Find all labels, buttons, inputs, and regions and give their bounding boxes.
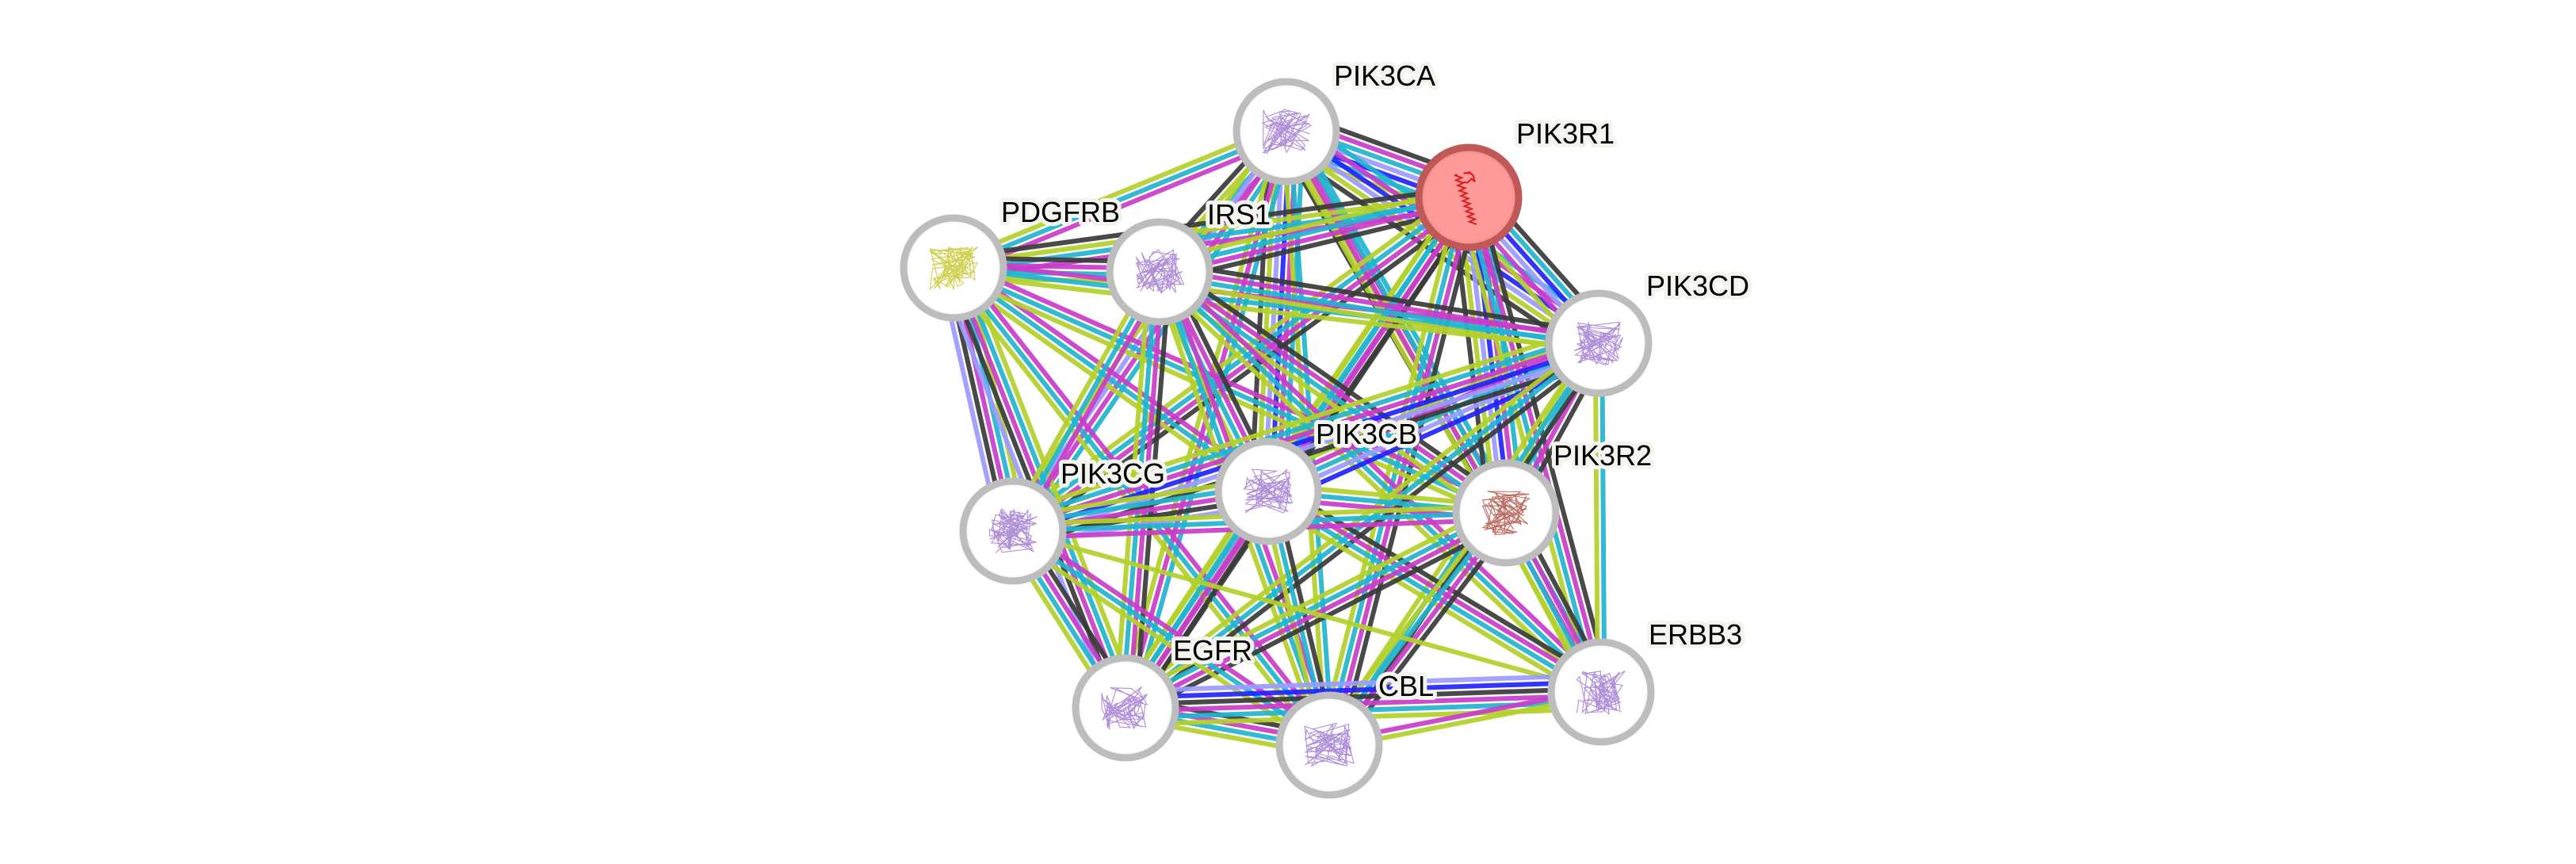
evidence-line-curated: [1267, 341, 1600, 494]
evidence-line-coexpression: [1129, 519, 1512, 720]
evidence-line-experimental: [1162, 265, 1607, 690]
evidence-line-experimental: [1264, 335, 1597, 487]
evidence-line-experimental: [1126, 693, 1602, 714]
protein-structure-icon: [1576, 670, 1626, 716]
evidence-line-coexpression: [1125, 686, 1601, 707]
evidence-line-curated: [1009, 331, 1597, 524]
evidence-line-textmining: [1261, 328, 1595, 482]
evidence-line-textmining: [1157, 279, 1598, 356]
evidence-line-textmining: [964, 262, 1141, 704]
protein-structure-icon: [928, 246, 979, 291]
node-label: PIK3R1: [1516, 117, 1615, 150]
evidence-line-curated: [1119, 271, 1159, 708]
evidence-line-homology: [1125, 672, 1601, 694]
protein-structure-icon: [1135, 249, 1185, 295]
node-pik3cg[interactable]: PIK3CG: [959, 453, 1169, 585]
evidence-line-curated: [1157, 270, 1603, 694]
edge-irs1-pik3cd[interactable]: [1157, 259, 1601, 356]
node-label: ERBB3: [1649, 618, 1742, 651]
evidence-line-textmining: [1119, 501, 1503, 702]
protein-structure-icon: [1481, 491, 1531, 536]
evidence-line-curated: [1009, 193, 1469, 530]
node-label: PIK3CA: [1334, 59, 1435, 92]
node-egfr[interactable]: EGFR: [1072, 630, 1256, 762]
evidence-line-textmining: [1012, 529, 1602, 694]
evidence-line-curated: [1158, 273, 1599, 350]
node-pik3r1[interactable]: PIK3R1: [1415, 113, 1619, 251]
evidence-line-textmining: [1156, 185, 1467, 265]
evidence-line-textmining: [1003, 124, 1280, 527]
node-label: IRS1: [1207, 198, 1271, 231]
node-label: PIK3R2: [1554, 439, 1652, 472]
evidence-line-experimental: [1013, 198, 1473, 536]
node-erbb3[interactable]: ERBB3: [1547, 614, 1746, 746]
node-label: EGFR: [1173, 634, 1252, 667]
evidence-line-curated: [1011, 529, 1331, 747]
protein-structure-icon: [1261, 109, 1313, 154]
evidence-line-cooccurrence: [1125, 679, 1601, 701]
evidence-line-curated: [952, 129, 1288, 270]
node-circle[interactable]: [1415, 143, 1523, 251]
protein-structure-icon: [1243, 468, 1294, 514]
evidence-line-experimental: [1160, 266, 1600, 342]
node-label: PDGFRB: [1001, 196, 1120, 228]
node-pik3cd[interactable]: PIK3CD: [1545, 266, 1753, 397]
node-cbl[interactable]: CBL: [1275, 666, 1438, 799]
evidence-line-curated: [1599, 342, 1607, 692]
protein-structure-icon: [1454, 171, 1477, 226]
evidence-line-experimental: [1011, 338, 1599, 530]
protein-structure-icon: [988, 508, 1038, 553]
node-irs1[interactable]: IRS1: [1106, 194, 1275, 326]
protein-structure-icon: [1574, 321, 1623, 366]
node-label: PIK3CG: [1061, 457, 1165, 490]
node-pik3r2[interactable]: PIK3R2: [1452, 435, 1656, 567]
evidence-line-textmining: [950, 123, 1285, 264]
evidence-line-coexpression: [1017, 203, 1477, 541]
node-label: PIK3CB: [1316, 418, 1417, 450]
node-label: PIK3CD: [1646, 270, 1749, 302]
evidence-line-coexpression: [1476, 193, 1614, 690]
evidence-line-textmining: [1153, 274, 1599, 699]
evidence-line-textmining: [1007, 324, 1595, 518]
evidence-line-experimental: [1160, 267, 1510, 512]
node-pik3ca[interactable]: PIK3CA: [1233, 55, 1439, 185]
evidence-line-textmining: [948, 271, 1266, 499]
evidence-line-coexpression: [951, 185, 1468, 261]
evidence-line-textmining: [1279, 138, 1595, 354]
node-pik3cb[interactable]: PIK3CB: [1214, 414, 1421, 545]
node-pdgfrb[interactable]: PDGFRB: [900, 192, 1124, 322]
edge-irs1-erbb3[interactable]: [1153, 265, 1607, 699]
evidence-line-coexpression: [1336, 199, 1481, 748]
protein-structure-icon: [1101, 686, 1148, 730]
protein-structure-icon: [1304, 722, 1355, 767]
edge-layer: [938, 110, 1614, 758]
evidence-line-curated: [1122, 507, 1506, 707]
edge-pik3cg-erbb3[interactable]: [1012, 529, 1602, 694]
node-label: CBL: [1378, 670, 1434, 702]
edge-pik3cd-erbb3[interactable]: [1592, 342, 1607, 693]
evidence-line-textmining: [1592, 343, 1600, 693]
edge-pik3cd-pik3cg[interactable]: [1007, 324, 1605, 550]
evidence-line-coexpression: [1160, 259, 1601, 336]
